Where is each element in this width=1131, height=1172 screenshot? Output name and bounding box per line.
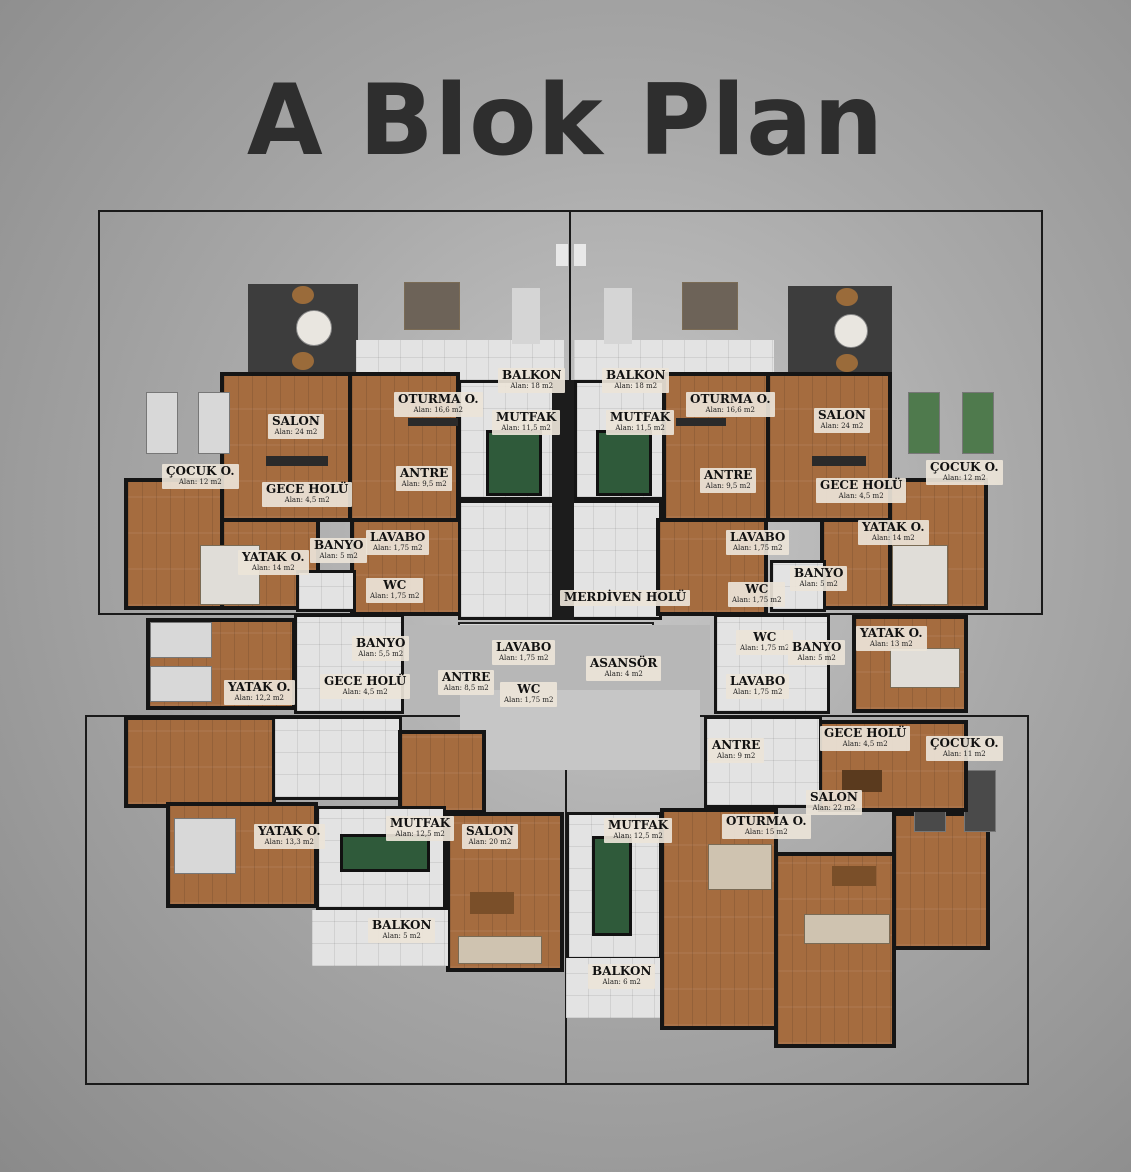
balcony-table-left <box>296 310 332 346</box>
balcony-table-right <box>834 314 868 348</box>
room-label: YATAK O.Alan: 14 m2 <box>858 520 929 545</box>
tv-unit <box>266 456 328 466</box>
tv-unit <box>832 866 876 886</box>
kitchen-island-tr <box>596 430 652 496</box>
room-label: YATAK O.Alan: 13 m2 <box>856 626 927 651</box>
page-title: A Blok Plan <box>246 64 885 178</box>
bed-child-tl <box>146 392 178 454</box>
room-bl-hall <box>124 716 276 808</box>
corridor-lower <box>460 690 700 770</box>
room-label: OTURMA O.Alan: 16,6 m2 <box>394 392 483 417</box>
room-label: ÇOCUK O.Alan: 12 m2 <box>926 460 1003 485</box>
room-banyo-tl <box>296 570 356 612</box>
balcony-dining <box>512 288 540 344</box>
balcony-chair <box>292 352 314 370</box>
bed-double-tr <box>892 545 948 605</box>
bed-ml <box>150 622 212 658</box>
room-label: YATAK O.Alan: 12,2 m2 <box>224 680 295 705</box>
bed-child-br <box>964 770 996 832</box>
room-label: OTURMA O.Alan: 15 m2 <box>722 814 811 839</box>
room-label: OTURMA O.Alan: 16,6 m2 <box>686 392 775 417</box>
bed-mr <box>890 648 960 688</box>
tv-unit <box>470 892 514 914</box>
tv-unit <box>676 418 726 426</box>
room-label: ÇOCUK O.Alan: 11 m2 <box>926 736 1003 761</box>
kitchen-island-tl <box>486 430 542 496</box>
room-label: YATAK O.Alan: 13,3 m2 <box>254 824 325 849</box>
room-banyo-ml <box>294 614 404 714</box>
tv-unit <box>408 418 458 426</box>
balcony-sofa <box>404 282 460 330</box>
balcony-chair <box>836 288 858 306</box>
room-salon-br <box>774 852 896 1048</box>
sofa-br <box>804 914 890 944</box>
sofa-bl <box>458 936 542 964</box>
sofa-br <box>708 844 772 890</box>
room-salon-bl-top <box>398 730 486 814</box>
balcony-dining <box>604 288 632 344</box>
dining-table <box>842 770 882 792</box>
bed-ml <box>150 666 212 702</box>
room-oturma-br <box>660 808 778 1030</box>
vent <box>556 244 568 266</box>
balcony-chair <box>836 354 858 372</box>
bed-child-tl <box>198 392 230 454</box>
room-label: ÇOCUK O.Alan: 12 m2 <box>162 464 239 489</box>
balcony-chair <box>292 286 314 304</box>
tv-unit <box>812 456 866 466</box>
room-label: YATAK O.Alan: 14 m2 <box>238 550 309 575</box>
bed-child-tr <box>908 392 940 454</box>
kitchen-island-br <box>592 836 632 936</box>
vent <box>574 244 586 266</box>
room-bl-bath <box>272 716 402 800</box>
room-label: MERDİVEN HOLÜ <box>560 590 691 606</box>
balcony-sofa <box>682 282 738 330</box>
bed-bl <box>174 818 236 874</box>
room-cocuk-br <box>892 812 990 950</box>
bed-child-tr <box>962 392 994 454</box>
kitchen-island-bl <box>340 834 430 872</box>
stair-rail <box>552 380 574 620</box>
